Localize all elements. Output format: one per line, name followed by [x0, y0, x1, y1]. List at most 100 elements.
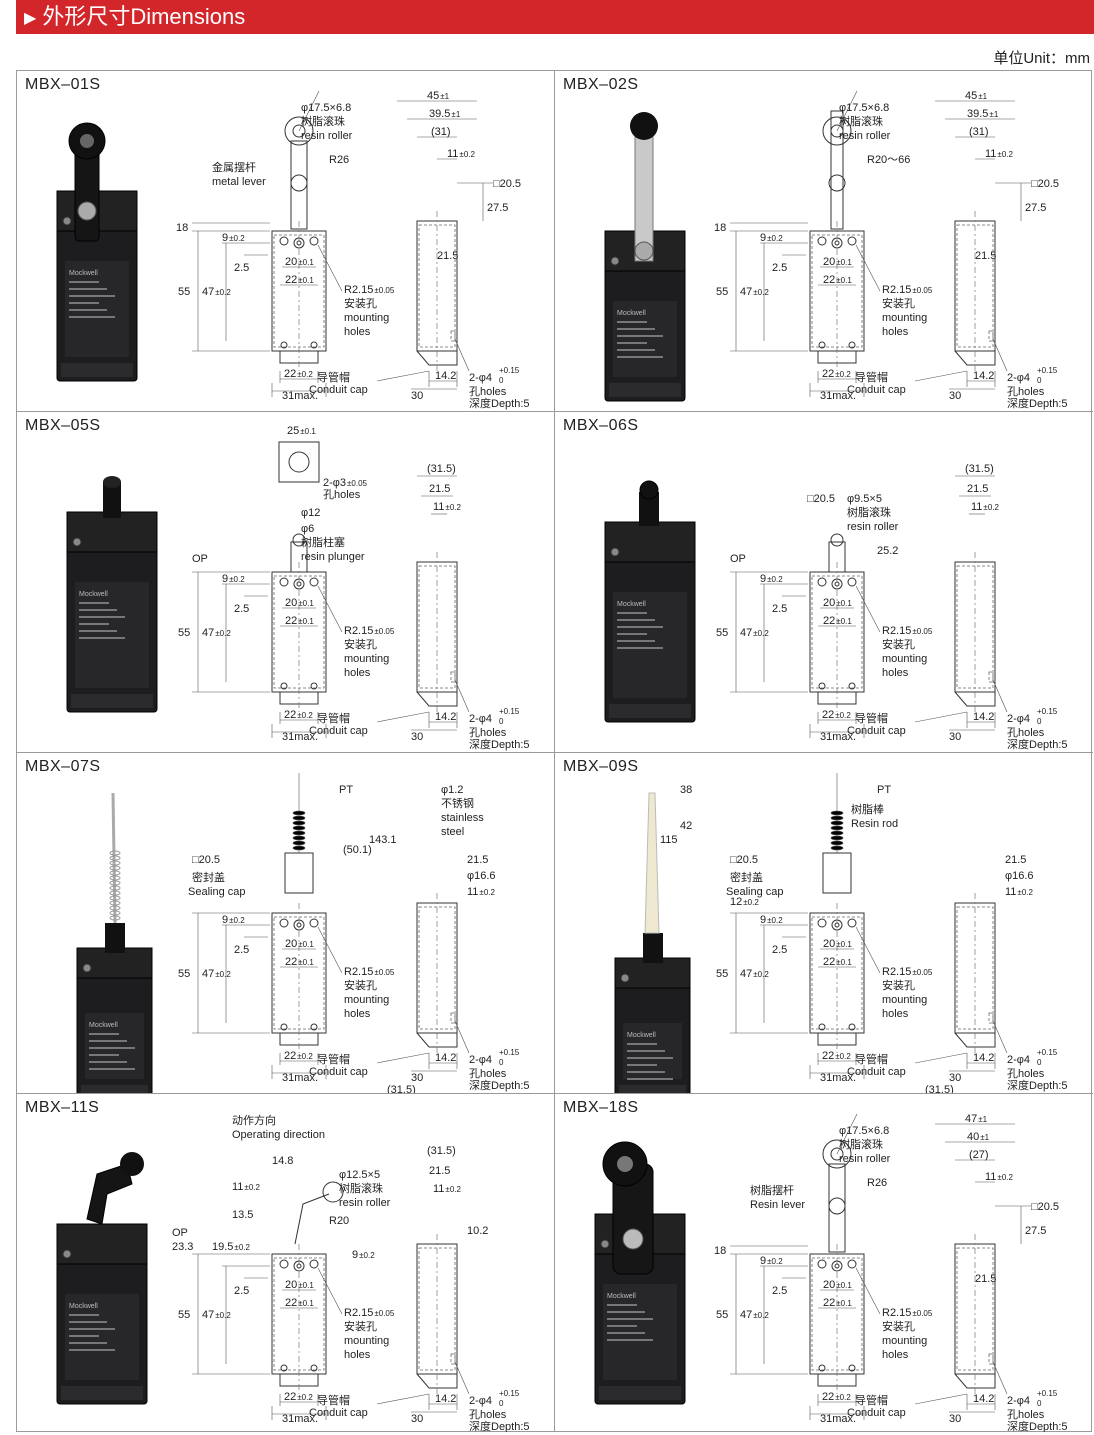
- roller-hub: [617, 1156, 633, 1172]
- tolerance-label: 0: [499, 1058, 504, 1067]
- tolerance-label: ±0.1: [836, 599, 852, 608]
- mounting-hole: [847, 918, 857, 928]
- dim-11: 11±0.2: [433, 501, 461, 513]
- tolerance-label: ±0.2: [445, 1185, 461, 1194]
- switch-base: [61, 1386, 143, 1400]
- dim-square: □20.5: [730, 854, 758, 866]
- mounting-hole: [817, 918, 827, 928]
- dimension-line: [992, 679, 1008, 713]
- dimension-line: [376, 1052, 430, 1064]
- dim-27.5: 27.5: [1025, 1225, 1046, 1237]
- holes-spec: 2-φ4: [1007, 372, 1030, 384]
- conduit-cap-cn: 导管帽: [855, 1393, 888, 1407]
- dimension-line: [317, 926, 343, 974]
- switch-head: [56, 1223, 148, 1265]
- label-area: [613, 592, 687, 698]
- label-text-line: [617, 640, 655, 642]
- dim-square: □20.5: [1031, 1201, 1059, 1213]
- tolerance-label: +0.15: [1037, 366, 1058, 375]
- roller-hub: [80, 134, 94, 148]
- holes-spec: 2-φ4: [469, 1395, 492, 1407]
- product-photo: Mockwell: [604, 480, 696, 723]
- model-name: MBX–07S: [25, 758, 101, 775]
- dimension-line: [454, 338, 470, 372]
- sealing-cap-outline: [284, 852, 314, 894]
- dim-width-2: 40±1: [967, 1131, 990, 1143]
- depth-spec: 深度Depth:5: [469, 396, 530, 410]
- roller-outline: [284, 116, 314, 146]
- switch-base: [619, 1085, 686, 1093]
- tolerance-label: ±0.2: [234, 1243, 250, 1252]
- dim-2.5: 2.5: [234, 262, 249, 274]
- dimension-line: [454, 679, 470, 713]
- tolerance-label: ±0.05: [374, 1309, 395, 1318]
- product-photo: Mockwell: [76, 792, 153, 1093]
- lever-screw: [290, 174, 308, 192]
- tolerance-label: ±0.2: [983, 503, 999, 512]
- dim-14.2: 14.2: [973, 370, 994, 382]
- plunger-en: resin plunger: [301, 551, 365, 563]
- depth-spec: 深度Depth:5: [469, 737, 530, 751]
- brand-label: Mockwell: [69, 270, 98, 277]
- lever-outline: [828, 1163, 846, 1253]
- tolerance-label: ±0.05: [912, 968, 933, 977]
- mounting-hole: [848, 1023, 856, 1031]
- dimension-line: [855, 585, 881, 633]
- dim-22: 22±0.1: [285, 1297, 314, 1309]
- mounting-holes-en-2: holes: [344, 667, 371, 679]
- mounting-holes-en-2: holes: [344, 326, 371, 338]
- conduit-cap-en: Conduit cap: [847, 1066, 906, 1078]
- sealing-cap: [643, 933, 663, 963]
- dim-20: 20±0.1: [823, 1279, 852, 1291]
- conduit-cap-en: Conduit cap: [847, 1407, 906, 1419]
- dim-square: □20.5: [807, 493, 835, 505]
- depth-spec: 深度Depth:5: [1007, 1419, 1068, 1432]
- tolerance-label: ±0.1: [836, 958, 852, 967]
- roller-en: resin roller: [847, 521, 899, 533]
- product-photo: Mockwell: [56, 122, 138, 382]
- switch-base: [609, 383, 681, 397]
- tolerance-label: 0: [1037, 376, 1042, 385]
- tolerance-label: +0.15: [499, 707, 520, 716]
- dim-22-bottom: 22±0.2: [284, 1391, 313, 1403]
- tolerance-label: ±0.2: [835, 1393, 851, 1402]
- conduit-cap-en: Conduit cap: [309, 1066, 368, 1078]
- switch-base: [81, 1085, 148, 1093]
- dim-22-bottom: 22±0.2: [822, 1050, 851, 1062]
- mounting-holes-en-2: holes: [882, 326, 909, 338]
- conduit-cap-cn: 导管帽: [855, 370, 888, 384]
- holes-spec: 2-φ4: [1007, 713, 1030, 725]
- holes-cn: 孔holes: [1007, 726, 1045, 739]
- dim-20: 20±0.1: [823, 938, 852, 950]
- dim-22: 22±0.1: [285, 615, 314, 627]
- mounting-hole: [309, 918, 319, 928]
- label-text-line: [79, 609, 117, 611]
- mounting-hole: [817, 236, 827, 246]
- mounting-hole: [818, 1023, 826, 1031]
- mounting-hole: [309, 236, 319, 246]
- label-text-line: [79, 602, 109, 604]
- brand-label: Mockwell: [617, 601, 646, 608]
- spring-coil: [830, 840, 844, 846]
- label-text-line: [617, 328, 655, 330]
- dim-width-3: (31.5): [427, 1145, 456, 1157]
- tolerance-label: ±0.2: [244, 1183, 260, 1192]
- direction-en: Operating direction: [232, 1129, 325, 1141]
- tolerance-label: ±1: [989, 110, 998, 119]
- dim-22: 22±0.1: [823, 956, 852, 968]
- mounting-holes-cn: 安装孔: [344, 1319, 377, 1333]
- dim-42: 42: [680, 820, 692, 832]
- tolerance-label: ±1: [978, 1115, 987, 1124]
- screw-icon: [62, 1249, 72, 1259]
- dim-55: 55: [178, 627, 190, 639]
- spring-coil: [109, 855, 121, 861]
- tolerance-label: ±1: [978, 92, 987, 101]
- dim-31max: 31max.: [820, 390, 856, 402]
- lever-en: Resin lever: [750, 1199, 805, 1211]
